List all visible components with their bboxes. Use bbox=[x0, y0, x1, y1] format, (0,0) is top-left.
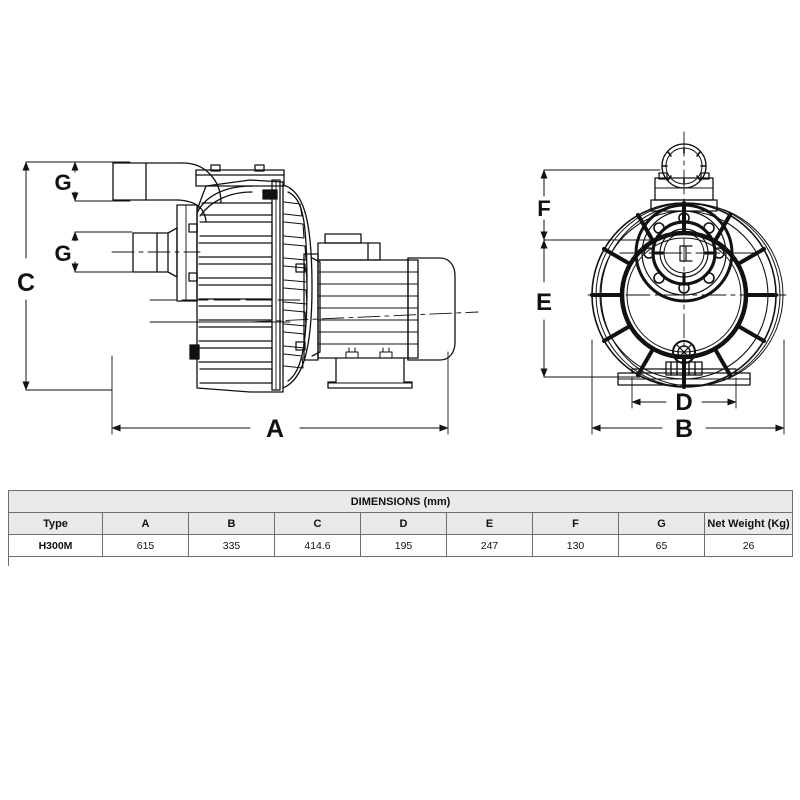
column-header-d: D bbox=[360, 512, 447, 535]
dimension-D bbox=[631, 377, 737, 409]
cell-b: 335 bbox=[188, 534, 275, 557]
motor-body-side bbox=[317, 233, 456, 389]
column-header-type: Type bbox=[8, 512, 103, 535]
column-header-net-weight: Net Weight (Kg) bbox=[703, 512, 794, 535]
dimension-label-A: A bbox=[266, 415, 284, 443]
cell-e: 247 bbox=[446, 534, 533, 557]
column-header-e: E bbox=[446, 512, 533, 535]
column-header-a: A bbox=[102, 512, 189, 535]
front-view-group bbox=[540, 131, 787, 435]
dimensions-table-container: DIMENSIONS (mm) Type A B C D E F G Net W… bbox=[7, 490, 794, 557]
dimension-C bbox=[22, 161, 113, 391]
cell-type: H300M bbox=[8, 534, 103, 557]
centerline-side-lower bbox=[149, 299, 301, 323]
centerline-side bbox=[111, 251, 479, 323]
cell-net-weight: 26 bbox=[703, 534, 794, 557]
column-header-b: B bbox=[188, 512, 275, 535]
dimension-label-G-top: G bbox=[54, 170, 71, 195]
drawing-canvas: C G G A bbox=[16, 131, 787, 443]
dimension-label-D: D bbox=[675, 389, 692, 416]
dimension-G-top bbox=[71, 161, 131, 202]
dimension-F bbox=[540, 169, 661, 241]
strainer-body-side bbox=[189, 164, 285, 393]
dimension-A bbox=[111, 351, 449, 435]
dimension-B bbox=[591, 339, 785, 435]
cell-g: 65 bbox=[618, 534, 705, 557]
dimension-label-F: F bbox=[537, 196, 550, 221]
column-header-f: F bbox=[532, 512, 619, 535]
technical-drawing-svg: C G G A bbox=[16, 131, 787, 443]
column-header-c: C bbox=[274, 512, 361, 535]
dimensions-table: DIMENSIONS (mm) Type A B C D E F G Net W… bbox=[7, 490, 794, 557]
cell-f: 130 bbox=[532, 534, 619, 557]
dimension-label-G-mid: G bbox=[54, 241, 71, 266]
side-view-group bbox=[22, 161, 479, 435]
centerline-front bbox=[587, 131, 787, 371]
table-row: H300M 615 335 414.6 195 247 130 65 26 bbox=[8, 534, 794, 557]
base-foot-front bbox=[617, 361, 751, 386]
table-title-row: DIMENSIONS (mm) bbox=[7, 490, 794, 513]
cell-c: 414.6 bbox=[274, 534, 361, 557]
cell-a: 615 bbox=[102, 534, 189, 557]
table-header-row: Type A B C D E F G Net Weight (Kg) bbox=[8, 512, 794, 535]
cell-d: 195 bbox=[360, 534, 447, 557]
table-title: DIMENSIONS (mm) bbox=[7, 490, 794, 513]
column-header-g: G bbox=[618, 512, 705, 535]
dimension-label-E: E bbox=[536, 289, 552, 316]
dimension-label-B: B bbox=[675, 415, 693, 443]
dimension-G-mid bbox=[71, 231, 133, 273]
dimension-label-C: C bbox=[17, 269, 35, 297]
table-bottom-tick bbox=[8, 554, 15, 566]
